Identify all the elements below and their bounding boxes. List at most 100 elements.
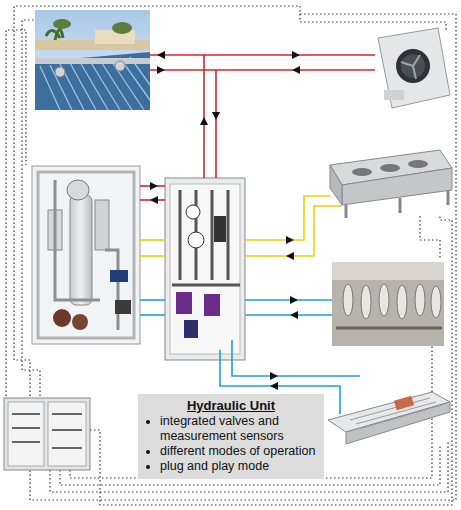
bullet-item: different modes of operation — [160, 444, 316, 459]
box-heading: Hydraulic Unit — [146, 398, 316, 414]
control-wiring — [420, 216, 440, 260]
hot-water-pipes — [150, 69, 375, 71]
ceiling-unit-photo — [350, 398, 430, 420]
control-cabinet-photo — [8, 402, 44, 466]
flow-arrow — [157, 51, 165, 59]
flow-arrow — [292, 66, 300, 74]
cooling-water-pipes — [140, 255, 165, 257]
cooling-water-pipes — [140, 196, 342, 256]
flow-arrow — [286, 252, 294, 260]
cooling-water-pipes — [245, 196, 330, 240]
tube-bundle-photo — [332, 262, 444, 346]
tube-bundle-photo — [332, 262, 444, 280]
tube-bundle-photo — [336, 327, 442, 330]
flow-arrow — [150, 196, 158, 204]
control-wiring — [14, 6, 456, 500]
tube-bundle-photo — [361, 285, 371, 319]
flow-arrow — [286, 236, 294, 260]
flow-arrow — [157, 66, 165, 74]
fan-unit-photo — [401, 54, 425, 78]
dry-cooler-photo — [380, 164, 400, 172]
control-cabinet-photo — [12, 413, 40, 415]
dry-cooler-photo — [342, 168, 452, 205]
tube-bundle-photo — [431, 286, 441, 318]
tube-bundle-photo — [397, 285, 407, 319]
cooling-water-pipes — [140, 239, 165, 241]
bullet-item: integrated valves and measurement sensor… — [160, 414, 316, 444]
fan-unit-photo — [396, 49, 430, 83]
solar-collector-photo — [35, 10, 150, 110]
solar-collector-photo — [55, 67, 65, 77]
control-cabinet-photo — [52, 447, 82, 449]
info-box: Hydraulic Unitintegrated valves and meas… — [138, 394, 324, 479]
control-cabinet-photo — [4, 398, 90, 470]
control-cabinet-photo — [4, 398, 90, 470]
dry-cooler-photo — [330, 165, 342, 205]
hydraulic-cabinet-photo — [227, 190, 230, 280]
control-wiring — [90, 216, 452, 505]
chiller-photo — [95, 200, 109, 250]
flow-arrow — [212, 112, 220, 120]
dry-cooler-photo — [330, 150, 452, 218]
tube-bundle-photo — [343, 284, 441, 319]
flow-arrow — [286, 236, 294, 244]
flow-arrow — [200, 117, 208, 125]
solar-collector-photo — [50, 65, 72, 110]
solar-collector-photo — [35, 52, 150, 110]
fan-unit-photo — [384, 90, 404, 100]
hot-water-pipes — [215, 70, 217, 178]
control-cabinet-photo — [12, 441, 40, 443]
hydraulic-cabinet-photo — [184, 320, 198, 338]
hydraulic-cabinet-photo — [176, 292, 192, 314]
control-wiring — [6, 6, 456, 505]
hydraulic-cabinet-photo — [172, 284, 240, 287]
chilled-water-pipes — [140, 299, 165, 301]
hydraulic-cabinet-photo — [214, 216, 226, 242]
control-cabinet-photo — [12, 414, 82, 448]
control-cabinet-photo — [12, 427, 40, 429]
control-wiring — [6, 30, 26, 420]
control-cabinet-photo — [52, 429, 82, 431]
chiller-photo — [38, 172, 134, 338]
tube-bundle-photo — [379, 284, 389, 316]
flow-arrow — [270, 296, 298, 390]
chilled-water-pipes — [245, 299, 332, 301]
hydraulic-cabinet-photo — [188, 232, 204, 248]
solar-collector-photo — [40, 57, 150, 110]
hot-water-pipes — [150, 54, 375, 56]
ceiling-unit-photo — [394, 396, 414, 411]
flow-arrow — [290, 311, 298, 319]
solar-collector-photo — [53, 19, 71, 29]
dry-cooler-photo — [408, 160, 428, 168]
tube-bundle-photo — [343, 284, 353, 316]
solar-collector-photo — [80, 62, 108, 110]
hydraulic-cabinet-photo — [180, 190, 228, 280]
flow-arrow — [270, 382, 278, 390]
dry-cooler-photo — [346, 190, 448, 218]
chiller-photo — [72, 314, 88, 330]
chiller-photo — [67, 180, 89, 200]
hydraulic-cabinet-photo — [165, 178, 245, 360]
hydraulic-cabinet-photo — [165, 178, 245, 360]
flow-arrow — [292, 51, 300, 59]
chiller-photo — [70, 195, 92, 305]
hydraulic-cabinet-photo — [204, 294, 220, 316]
hydraulic-cabinet-photo — [186, 205, 200, 219]
solar-collector-photo — [46, 29, 63, 40]
flow-arrow — [290, 296, 298, 304]
flow-arrow — [150, 182, 158, 190]
chiller-photo — [53, 309, 71, 327]
fan-unit-photo — [378, 28, 450, 108]
bullet-item: plug and play mode — [160, 459, 316, 474]
ceiling-unit-photo — [328, 392, 450, 444]
solar-collector-photo — [70, 63, 96, 110]
hot-water-pipes — [140, 55, 375, 200]
hot-water-pipes — [203, 55, 205, 178]
chiller-photo — [110, 270, 128, 282]
flow-arrow — [150, 51, 300, 204]
chilled-water-pipes — [140, 314, 165, 316]
fan-unit-photo — [378, 28, 450, 108]
hydraulic-cabinet-photo — [170, 184, 240, 354]
solar-collector-photo — [35, 10, 150, 110]
